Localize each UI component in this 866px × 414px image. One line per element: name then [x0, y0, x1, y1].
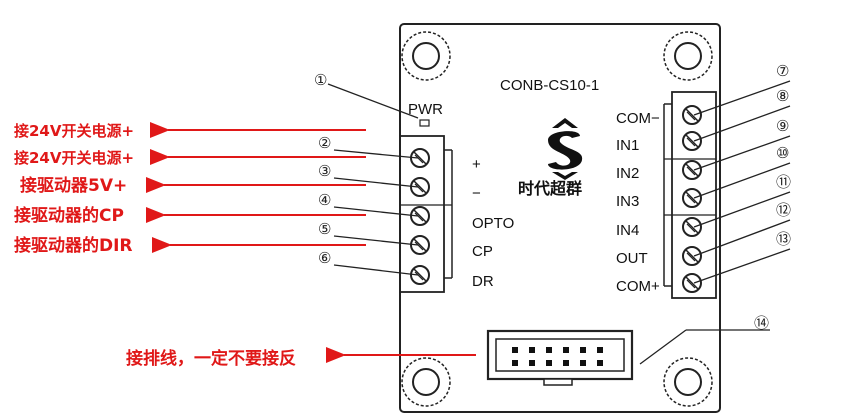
- right-screw-2: [682, 131, 702, 151]
- annotation-power_minus: 接24V开关电源+: [14, 149, 134, 167]
- right-leader-5: [693, 191, 791, 228]
- left-label-3: OPTO: [472, 215, 514, 232]
- right-number-5: ⑪: [776, 173, 791, 191]
- left-number-5: ⑥: [318, 249, 331, 267]
- header-pin: [546, 347, 552, 353]
- mount-hole-bottom-left: [401, 357, 451, 407]
- left-number-1: ②: [318, 134, 331, 152]
- annotation-driver_cp: 接驱动器的CP: [14, 205, 124, 226]
- header-pin: [529, 347, 535, 353]
- board-model: CONB-CS10-1: [500, 77, 599, 94]
- annotation-driver_dir: 接驱动器的DIR: [14, 235, 133, 256]
- right-number-4: ⑩: [776, 144, 789, 162]
- right-number-1: ⑦: [776, 62, 789, 80]
- right-screw-3: [682, 160, 702, 180]
- left-label-1: +: [472, 156, 481, 173]
- right-number-7: ⑬: [776, 230, 791, 248]
- left-leader-5: [333, 264, 419, 276]
- header-pins: [512, 347, 603, 366]
- right-number-2: ⑧: [776, 87, 789, 105]
- right-screw-4: [682, 188, 702, 208]
- header-pin: [597, 347, 603, 353]
- right-label-4: IN3: [616, 193, 639, 210]
- left-screw-4: [410, 235, 430, 255]
- annotation-driver_5v: 接驱动器5V+: [20, 175, 127, 196]
- right-leader-3: [693, 135, 791, 171]
- pwr-led: [419, 119, 430, 127]
- left-label-5: DR: [472, 273, 494, 290]
- mount-hole-top-left: [401, 31, 451, 81]
- annotation-ribbon: 接排线，一定不要接反: [126, 348, 296, 369]
- pwr-label: PWR: [408, 101, 443, 118]
- header-pin: [512, 360, 518, 366]
- header-pin: [597, 360, 603, 366]
- left-terminal-labels: + − OPTO CP DR: [472, 156, 514, 290]
- header-pin: [529, 360, 535, 366]
- leader-lines: ① ② ③ ④ ⑤ ⑥ ⑦ ⑧ ⑨ ⑩ ⑪ ⑫ ⑬ ⑭: [314, 62, 791, 365]
- right-terminal-block: [663, 91, 717, 299]
- left-leader-4: [333, 235, 419, 246]
- right-label-7: COM+: [616, 278, 660, 295]
- left-leader-1: [333, 149, 419, 159]
- left-label-4: CP: [472, 243, 493, 260]
- right-screws: [682, 105, 702, 293]
- left-number-4: ⑤: [318, 220, 331, 238]
- right-leader-6: [693, 219, 791, 257]
- left-number-3: ④: [318, 191, 331, 209]
- left-leader-3: [333, 206, 419, 217]
- right-screw-7: [682, 273, 702, 293]
- left-screw-1: [410, 148, 430, 168]
- right-label-5: IN4: [616, 222, 639, 239]
- left-number-2: ③: [318, 162, 331, 180]
- header-number: ⑭: [754, 314, 769, 332]
- pwr-number: ①: [314, 71, 327, 89]
- right-number-6: ⑫: [776, 201, 791, 219]
- right-leader-7: [693, 248, 791, 284]
- header-pin: [580, 360, 586, 366]
- annotation-power_plus: 接24V开关电源+: [14, 122, 134, 140]
- header-pin: [580, 347, 586, 353]
- mount-hole-top-right: [663, 31, 713, 81]
- left-screw-5: [410, 265, 430, 285]
- right-label-2: IN1: [616, 137, 639, 154]
- red-annotations: 接24V开关电源+ 接24V开关电源+ 接驱动器5V+ 接驱动器的CP 接驱动器的DIR…: [14, 122, 476, 369]
- brand-name: 时代超群: [518, 179, 582, 198]
- right-leader-4: [693, 162, 791, 199]
- mount-hole-bottom-right: [663, 357, 713, 407]
- ribbon-header: [486, 329, 634, 386]
- brand-logo: [548, 118, 583, 180]
- header-pin: [563, 347, 569, 353]
- right-screw-5: [682, 217, 702, 237]
- header-pin: [546, 360, 552, 366]
- left-screw-2: [410, 177, 430, 197]
- right-screw-1: [682, 105, 702, 125]
- right-leader-2: [693, 105, 791, 142]
- right-leader-1: [693, 80, 791, 116]
- right-label-1: COM−: [616, 110, 660, 127]
- left-label-2: −: [472, 185, 481, 202]
- right-screw-6: [682, 246, 702, 266]
- right-label-6: OUT: [616, 250, 648, 267]
- right-number-3: ⑨: [776, 117, 789, 135]
- left-screws: [410, 148, 430, 285]
- left-leader-2: [333, 177, 419, 188]
- header-pin: [563, 360, 569, 366]
- header-pin: [512, 347, 518, 353]
- right-label-3: IN2: [616, 165, 639, 182]
- left-screw-3: [410, 206, 430, 226]
